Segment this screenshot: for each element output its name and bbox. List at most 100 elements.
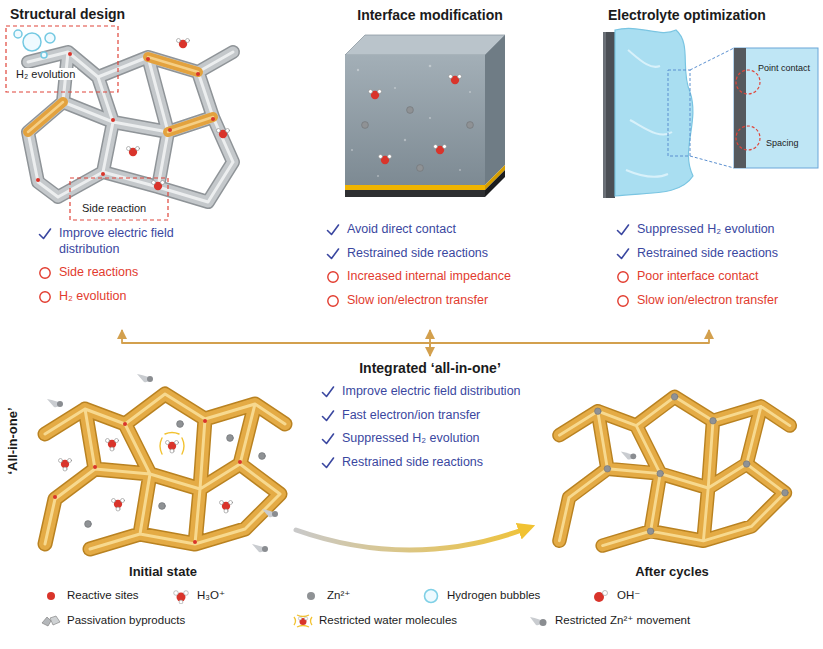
legend-text: OH⁻ bbox=[617, 589, 640, 603]
circle-mark bbox=[326, 270, 340, 284]
illustration-part bbox=[449, 75, 462, 85]
illustration-part bbox=[93, 465, 97, 469]
illustration-part bbox=[203, 419, 207, 423]
advantage-item: Avoid direct contact bbox=[326, 222, 556, 238]
legend-text: Restricted Zn²⁺ movement bbox=[555, 614, 690, 628]
panel-title: Electrolyte optimization bbox=[608, 7, 766, 24]
item-text: Restrained side reactions bbox=[342, 455, 483, 471]
illustration-part bbox=[595, 408, 602, 415]
initial-lattice bbox=[45, 374, 285, 552]
check-stroke bbox=[323, 387, 334, 397]
illustration-part bbox=[146, 57, 150, 61]
illustration-part bbox=[196, 72, 200, 76]
legend-item: H₃O⁺ bbox=[170, 588, 225, 604]
item-text: Slow ion/electron transfer bbox=[347, 293, 488, 309]
illustration-part bbox=[782, 490, 789, 497]
illustration-part bbox=[604, 466, 611, 473]
legend-icon-part bbox=[540, 619, 547, 626]
legend-icon bbox=[590, 588, 612, 604]
coated-cube bbox=[345, 35, 505, 197]
illustration-part bbox=[259, 453, 266, 460]
illustration-part bbox=[45, 33, 55, 43]
legend-icon bbox=[420, 588, 442, 604]
illustration-part bbox=[45, 394, 285, 549]
check-mark bbox=[38, 227, 52, 241]
advantage-item: Restrained side reactions bbox=[326, 246, 556, 262]
legend-item: Restricted water molecules bbox=[292, 613, 457, 629]
legend-icon-part bbox=[294, 615, 312, 627]
illustration-part bbox=[220, 501, 233, 514]
illustration-part bbox=[168, 128, 172, 132]
illustration-part bbox=[417, 165, 424, 172]
legend-swatch bbox=[47, 592, 55, 600]
legend-text: H₃O⁺ bbox=[197, 589, 225, 603]
check-mark bbox=[321, 432, 335, 446]
item-text: H₂ evolution bbox=[59, 289, 126, 305]
illustration-part bbox=[647, 528, 654, 535]
illustration-part bbox=[668, 70, 690, 156]
label-text: Side reaction bbox=[80, 202, 148, 214]
item-text: Poor interface contact bbox=[637, 269, 759, 285]
check-mark bbox=[616, 223, 630, 237]
grey-lattice bbox=[28, 39, 233, 203]
circle-stroke bbox=[328, 296, 338, 306]
legend-icon-part bbox=[174, 591, 179, 596]
circle-mark bbox=[616, 270, 630, 284]
panel-title: Integrated ‘all-in-one’ bbox=[305, 360, 555, 377]
label-text: Initial state bbox=[129, 564, 197, 579]
check-mark bbox=[616, 247, 630, 261]
electrolyte-figure bbox=[603, 28, 818, 198]
illustration-part bbox=[710, 418, 717, 425]
circle-mark bbox=[38, 290, 52, 304]
illustration-part bbox=[166, 441, 179, 454]
illustration-part bbox=[159, 503, 166, 510]
illustration-part bbox=[429, 65, 432, 68]
illustration-part bbox=[177, 421, 184, 428]
legend-icon-part bbox=[184, 591, 189, 596]
illustration-part bbox=[345, 55, 485, 185]
drawback-item: Increased internal impedance bbox=[326, 269, 556, 285]
legend-item: Reactive sites bbox=[40, 588, 139, 604]
illustration-part bbox=[47, 399, 63, 407]
illustration-part bbox=[217, 129, 230, 139]
check-stroke bbox=[328, 249, 339, 259]
label-text: H₂ evolution bbox=[14, 68, 77, 80]
illustration-part bbox=[734, 48, 818, 168]
illustration-part bbox=[690, 48, 734, 168]
advantage-item: Improve electric field distribution bbox=[321, 384, 551, 400]
illustration-part bbox=[112, 499, 125, 512]
illustration-part bbox=[351, 65, 471, 177]
illustration-part bbox=[626, 50, 672, 177]
circle-mark bbox=[616, 294, 630, 308]
legend-swatch-box bbox=[40, 588, 62, 604]
check-list: Suppressed H₂ evolutionRestrained side r… bbox=[616, 222, 816, 317]
illustration-part bbox=[657, 470, 664, 477]
illustration-part bbox=[362, 122, 369, 129]
item-text: Suppressed H₂ evolution bbox=[342, 431, 480, 447]
drawback-item: Slow ion/electron transfer bbox=[616, 293, 816, 309]
illustration-part bbox=[68, 52, 72, 56]
illustration-part bbox=[369, 90, 382, 100]
illustration-part bbox=[743, 461, 750, 468]
bracket-connector bbox=[430, 330, 709, 356]
item-text: Side reactions bbox=[59, 265, 138, 281]
advantage-item: Restrained side reactions bbox=[616, 246, 816, 262]
illustration-part bbox=[469, 91, 471, 93]
circle-stroke bbox=[40, 292, 50, 302]
check-mark bbox=[326, 223, 340, 237]
illustration-part bbox=[106, 439, 119, 452]
circle-mark bbox=[38, 266, 52, 280]
advantage-item: Improve electric field distribution bbox=[38, 226, 236, 257]
label-text: ‘All-in-one’ bbox=[5, 407, 20, 474]
item-text: Improve electric field distribution bbox=[59, 226, 236, 257]
legend-icon bbox=[170, 588, 192, 604]
item-text: Increased internal impedance bbox=[347, 269, 511, 285]
check-stroke bbox=[40, 229, 51, 239]
drawback-item: Poor interface contact bbox=[616, 269, 816, 285]
check-stroke bbox=[323, 458, 334, 468]
legend-icon-part bbox=[42, 617, 51, 626]
illustration-part bbox=[459, 169, 461, 171]
illustration-part bbox=[252, 544, 268, 552]
illustration-part bbox=[345, 185, 485, 190]
item-text: Suppressed H₂ evolution bbox=[637, 222, 775, 238]
